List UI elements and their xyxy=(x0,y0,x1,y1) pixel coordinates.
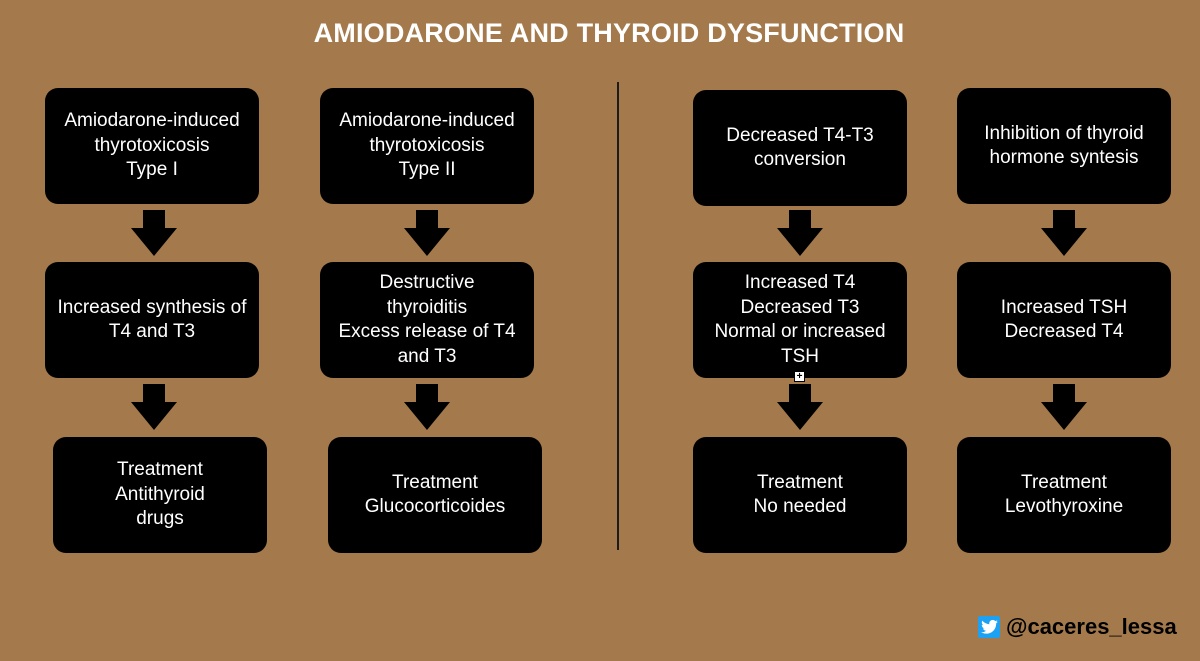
twitter-icon xyxy=(978,616,1000,638)
box-text-line: Treatment xyxy=(1021,471,1107,493)
box-text-line: Glucocorticoides xyxy=(364,496,506,517)
box-text-line: thyrotoxicosis xyxy=(369,134,485,156)
box-text-line: No needed xyxy=(753,496,847,517)
down-arrow-icon xyxy=(131,210,177,256)
box-text-line: Decreased T4 xyxy=(1004,321,1124,342)
box-text-line: Destructive xyxy=(379,272,475,293)
down-arrow-icon xyxy=(404,210,450,256)
down-arrow-icon xyxy=(1041,210,1087,256)
box-text-line: Increased TSH xyxy=(1000,296,1128,318)
box-text-line: Decreased T4-T3 xyxy=(726,124,874,146)
box-decreased-conversion: Decreased T4-T3 conversion xyxy=(693,90,907,206)
box-text-line: TSH xyxy=(781,345,819,367)
box-text-line: Excess release of T4 xyxy=(338,321,516,342)
box-text-line: Type I xyxy=(126,159,178,181)
box-text-line: Normal or increased xyxy=(714,321,886,342)
box-text-line: Antithyroid xyxy=(115,483,205,505)
box-increased-t4-decreased-t3: Increased T4 Decreased T3 Normal or increa… xyxy=(693,262,907,378)
down-arrow-icon xyxy=(777,210,823,256)
box-text-line: Treatment xyxy=(117,459,203,481)
box-increased-tsh: Increased TSH Decreased T4 xyxy=(957,262,1171,378)
box-text-line: thyroiditis xyxy=(386,296,468,318)
down-arrow-icon xyxy=(777,384,823,430)
box-text-line: Inhibition of thyroid xyxy=(984,122,1144,144)
box-text-line: drugs xyxy=(136,508,184,530)
box-text-line: hormone syntesis xyxy=(989,147,1139,168)
box-inhibition-synthesis: Inhibition of thyroid hormone syntesis xyxy=(957,88,1171,204)
down-arrow-icon xyxy=(1041,384,1087,430)
handle-dot xyxy=(799,365,802,368)
box-increased-synthesis: Increased synthesis of T4 and T3 xyxy=(45,262,259,378)
twitter-handle[interactable]: @caceres_lessa xyxy=(1006,614,1177,639)
box-text-line: Increased T4 xyxy=(744,272,856,293)
box-text-line: Treatment xyxy=(392,471,478,493)
down-arrow-icon xyxy=(131,384,177,430)
down-arrow-icon xyxy=(404,384,450,430)
box-text-line: Amiodarone-induced xyxy=(339,110,515,132)
column-divider xyxy=(617,82,619,550)
box-text-line: Levothyroxine xyxy=(1004,496,1124,517)
author-credit: @caceres_lessa xyxy=(978,614,1177,640)
box-text-line: Amiodarone-induced xyxy=(64,110,240,132)
box-text-line: thyrotoxicosis xyxy=(94,134,210,156)
box-text-line: Increased synthesis of xyxy=(57,296,247,318)
box-treatment-no-needed: Treatment No needed xyxy=(693,437,907,553)
box-text-line: T4 and T3 xyxy=(108,321,196,342)
box-text-line: conversion xyxy=(754,149,846,170)
box-text-line: Decreased T3 xyxy=(740,296,860,318)
diagram-title: AMIODARONE AND THYROID DYSFUNCTION xyxy=(313,18,905,48)
box-text-line: Treatment xyxy=(757,471,843,493)
plus-handle-icon[interactable]: + xyxy=(794,371,805,382)
box-text-line: Type II xyxy=(398,159,456,181)
box-text-line: and T3 xyxy=(397,345,457,367)
